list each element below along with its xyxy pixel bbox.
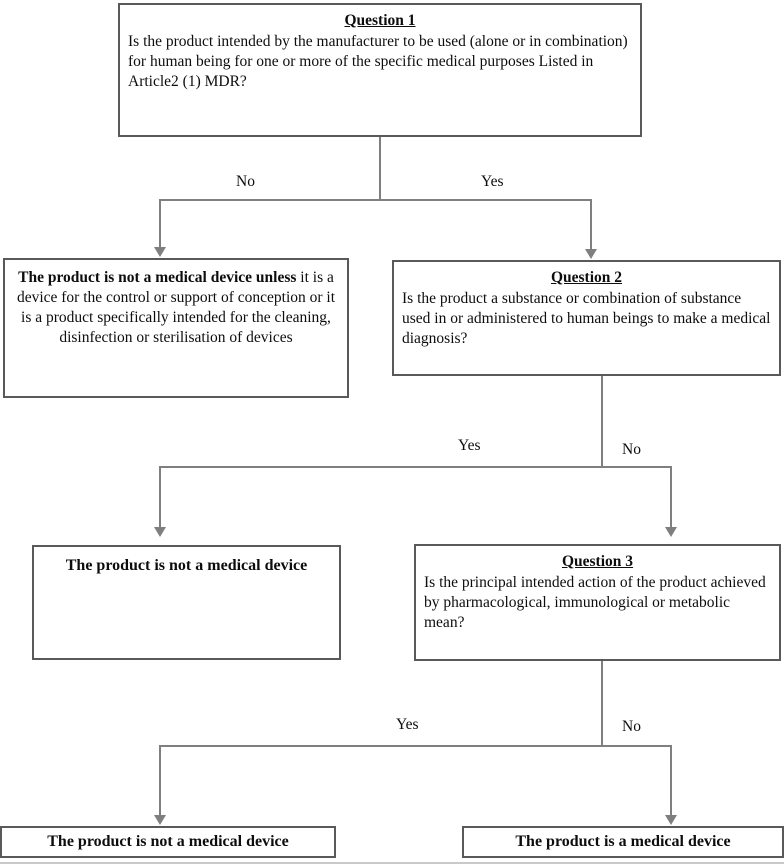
arrowhead-q1-yes [585, 249, 597, 259]
edge-label-q2-yes: Yes [458, 437, 481, 454]
edge-label-q1-no: No [236, 173, 255, 190]
connector-q3-split-right [601, 745, 672, 747]
connector-q3-stem [601, 661, 603, 746]
connector-q3-yes-drop [159, 745, 161, 817]
connector-q1-split-right [379, 199, 592, 201]
arrowhead-q1-no [154, 247, 166, 257]
arrowhead-q2-no [665, 527, 677, 537]
connector-q2-split-left [159, 466, 602, 468]
connector-q3-split-left [159, 745, 602, 747]
node-not-device-unless-body: it is a device for the control or suppor… [16, 269, 336, 347]
node-not-device-unless-lead: The product is not a medical device unle… [18, 269, 297, 286]
connector-q2-stem [601, 376, 603, 467]
connector-q1-split-left [159, 199, 380, 201]
connector-q2-split-right [601, 466, 672, 468]
node-question3[interactable]: Question 3 Is the principal intended act… [414, 544, 781, 661]
node-not-device-3-text: The product is not a medical device [47, 833, 289, 850]
node-question3-body: Is the principal intended action of the … [424, 574, 766, 632]
connector-q1-yes-drop [590, 199, 592, 251]
node-question3-heading: Question 3 [561, 553, 634, 570]
edge-label-q1-yes: Yes [481, 173, 504, 190]
node-not-device-unless[interactable]: The product is not a medical device unle… [3, 258, 349, 398]
page-bottom-rule [0, 862, 784, 864]
connector-q1-stem [379, 137, 381, 200]
edge-label-q3-yes: Yes [396, 716, 419, 733]
edge-label-q2-no: No [622, 441, 641, 458]
node-question1-body: Is the product intended by the manufactu… [128, 33, 628, 91]
arrowhead-q2-yes [154, 527, 166, 537]
edge-label-q3-no: No [622, 718, 641, 735]
node-not-device-3[interactable]: The product is not a medical device [0, 826, 336, 858]
node-question2[interactable]: Question 2 Is the product a substance or… [392, 260, 781, 376]
connector-q3-no-drop [670, 745, 672, 817]
connector-q2-yes-drop [159, 466, 161, 529]
node-question2-body: Is the product a substance or combinatio… [402, 290, 771, 348]
node-not-device-unless-text: The product is not a medical device unle… [13, 268, 339, 349]
node-not-device-2-text: The product is not a medical device [65, 557, 308, 574]
node-is-device-text: The product is a medical device [515, 833, 731, 850]
node-question1[interactable]: Question 1 Is the product intended by th… [118, 3, 642, 137]
connector-q1-no-drop [159, 199, 161, 249]
node-question1-heading: Question 1 [344, 12, 416, 29]
node-not-device-2[interactable]: The product is not a medical device [32, 545, 341, 660]
node-is-device[interactable]: The product is a medical device [462, 826, 784, 858]
node-question2-heading: Question 2 [550, 269, 623, 286]
connector-q2-no-drop [670, 466, 672, 529]
arrowhead-q3-no [665, 815, 677, 825]
arrowhead-q3-yes [154, 815, 166, 825]
